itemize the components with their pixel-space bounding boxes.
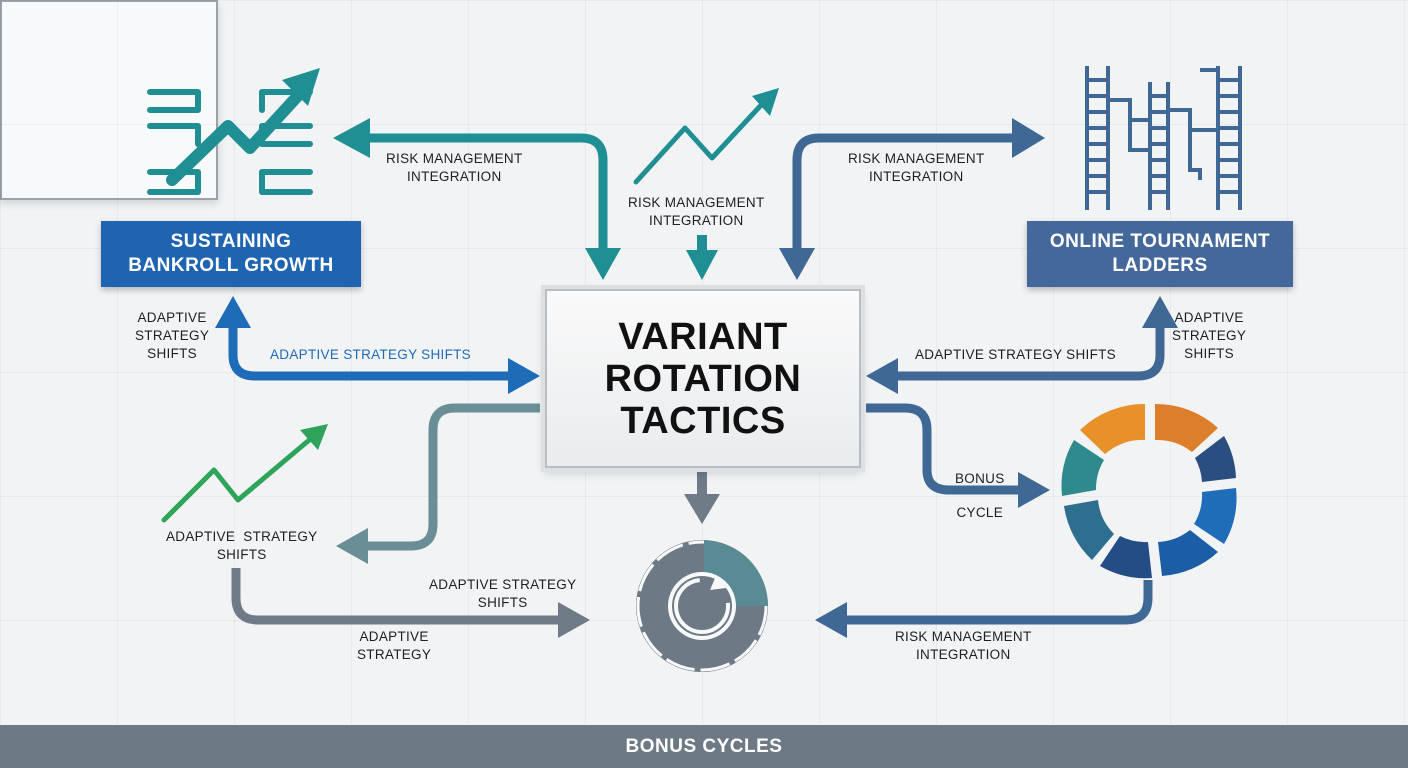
arrowhead-center-top-right bbox=[779, 248, 815, 280]
bonus-cycles-label: BONUS CYCLES bbox=[0, 725, 1408, 768]
arrow-risk-center bbox=[686, 235, 718, 280]
trend-flowchart-arrowhead bbox=[282, 68, 320, 106]
arrowhead-center-top-left bbox=[585, 248, 621, 280]
arrowhead-ring bbox=[1018, 472, 1050, 508]
trend-up-green-arrowhead bbox=[300, 424, 328, 450]
node-variant-rotation-tactics[interactable]: VARIANT ROTATION TACTICS bbox=[541, 285, 865, 472]
arrow-center-to-bonus bbox=[684, 470, 720, 524]
center-title-line1: VARIANT bbox=[618, 315, 788, 358]
arrowhead-bankroll-up bbox=[215, 296, 251, 328]
arrowhead-bonus-right bbox=[815, 602, 847, 638]
trend-up-icon bbox=[633, 99, 767, 185]
node-ladders-line1: ONLINE TOURNAMENT bbox=[1049, 231, 1271, 252]
node-sustaining-bankroll-growth[interactable]: SUSTAINING BANKROLL GROWTH bbox=[101, 221, 361, 287]
node-bankroll-line2: BANKROLL GROWTH bbox=[128, 255, 334, 276]
ring-segments-icon bbox=[1061, 403, 1237, 579]
arrow-center-to-lower-left bbox=[365, 403, 540, 551]
node-online-tournament-ladders[interactable]: ONLINE TOURNAMENT LADDERS bbox=[1027, 221, 1293, 287]
label-adaptive-right-line: ADAPTIVE STRATEGY SHIFTS bbox=[915, 347, 1116, 362]
ladder-icon bbox=[1085, 66, 1242, 210]
arrowhead-center-left bbox=[508, 358, 540, 394]
trend-flowchart-icon bbox=[147, 82, 313, 195]
arrow-center-to-ladders bbox=[792, 133, 1015, 250]
label-adaptive-left-line: ADAPTIVE STRATEGY SHIFTS bbox=[270, 347, 471, 362]
arrowhead-ladders-up bbox=[1142, 296, 1178, 328]
trend-up-arrowhead bbox=[752, 88, 779, 116]
node-bankroll-line1: SUSTAINING bbox=[170, 231, 292, 252]
arrowhead-bonus-left bbox=[558, 602, 590, 638]
arrowhead-ladders bbox=[1012, 118, 1045, 158]
arrowhead-lower-left bbox=[336, 528, 368, 564]
center-title-line3: TACTICS bbox=[620, 399, 786, 442]
arrowhead-center-right bbox=[866, 358, 898, 394]
arrow-lower-left-to-bonus bbox=[231, 568, 560, 625]
arrowhead-bankroll bbox=[333, 118, 370, 158]
center-title-line2: ROTATION bbox=[604, 357, 802, 400]
node-ladders-line2: LADDERS bbox=[1112, 255, 1208, 276]
cycle-icon bbox=[636, 540, 768, 672]
arrow-bankroll-to-center bbox=[228, 325, 510, 381]
arrow-center-to-ring bbox=[866, 403, 1020, 495]
arrow-center-to-bankroll bbox=[365, 133, 608, 250]
arrow-ring-to-bonus bbox=[845, 580, 1153, 625]
arrow-center-to-ladders-lower bbox=[895, 325, 1165, 381]
trend-up-green-icon bbox=[161, 433, 317, 523]
